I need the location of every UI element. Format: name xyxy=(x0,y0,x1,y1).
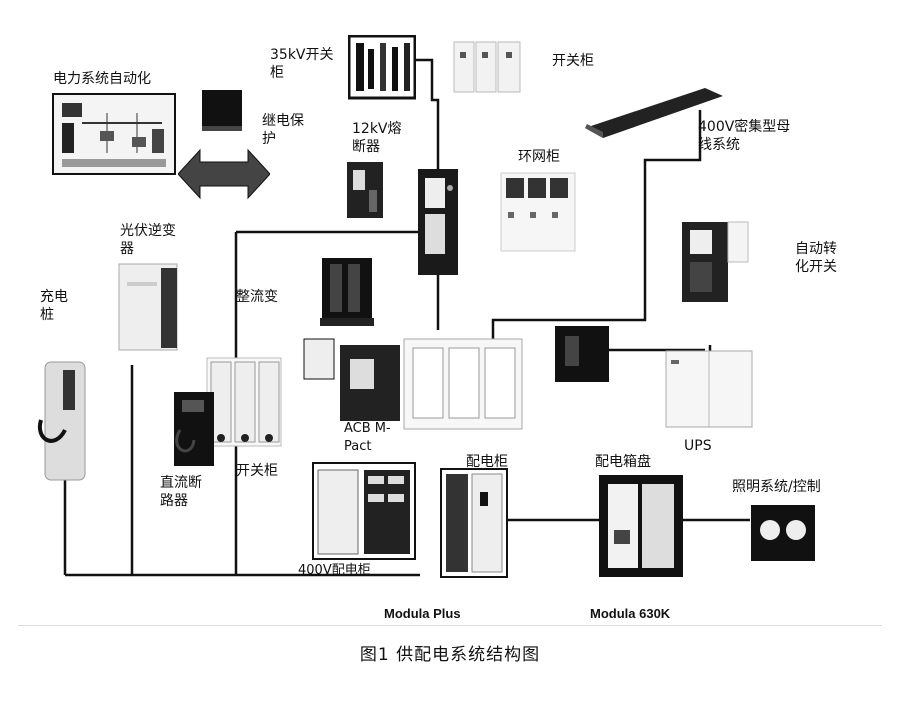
ring-main-unit-image xyxy=(500,172,576,252)
busway-image xyxy=(585,88,725,140)
auto-transfer-switch-image xyxy=(680,218,752,304)
lighting-control-image xyxy=(750,504,816,562)
switchgear-mid-image xyxy=(205,356,283,448)
label-auto-transfer-switch: 自动转 化开关 xyxy=(795,241,837,275)
automation-panel-image xyxy=(52,93,176,175)
label-acb: ACB M- Pact xyxy=(344,421,391,454)
caption-modula-630k: Modula 630K xyxy=(590,606,671,621)
dist-400v-image xyxy=(312,462,416,560)
35kv-switchgear-image xyxy=(347,34,417,100)
label-charging-pile: 充电 桩 xyxy=(40,289,68,323)
label-dc-breaker: 直流断 路器 xyxy=(160,475,202,509)
main-cabinet-image xyxy=(417,168,459,276)
label-power-automation: 电力系统自动化 xyxy=(53,71,151,87)
baseline-rule xyxy=(18,625,882,626)
distribution-cabinet-image xyxy=(440,468,508,578)
dc-breaker-image xyxy=(172,390,220,470)
label-rectifier: 整流变 xyxy=(236,289,278,305)
label-pv-inverter: 光伏逆变 器 xyxy=(120,223,176,257)
label-12kv-fuse: 12kV熔 断器 xyxy=(352,121,402,155)
label-switchgear-top: 开关柜 xyxy=(552,53,594,69)
wire-busway xyxy=(491,110,702,340)
label-switchgear-mid: 开关柜 xyxy=(236,463,278,479)
relay-box-image xyxy=(200,88,245,133)
ups-side-cabinet-image xyxy=(553,322,611,384)
label-ups: UPS xyxy=(684,438,712,454)
charging-pile-image xyxy=(35,360,95,482)
ups-image xyxy=(665,350,753,428)
rectifier-image xyxy=(318,254,376,334)
acb-cluster-image xyxy=(302,335,402,425)
switchgear-top-image xyxy=(452,38,524,96)
label-relay-protection: 继电保 护 xyxy=(262,113,304,147)
label-35kv-switchgear: 35kV开关 柜 xyxy=(270,47,334,81)
figure-title: 图1 供配电系统结构图 xyxy=(359,645,541,665)
label-ring-main-unit: 环网柜 xyxy=(518,149,560,165)
central-panel-image xyxy=(403,338,523,432)
label-busway-400v: 400V密集型母 线系统 xyxy=(698,119,791,153)
label-distribution-cabinet: 配电柜 xyxy=(466,454,508,470)
pv-inverter-image xyxy=(117,262,183,354)
label-dist-400v: 400V配电柜 xyxy=(298,563,371,578)
distribution-box-image xyxy=(598,474,684,578)
double-arrow-icon xyxy=(177,148,271,200)
caption-modula-plus: Modula Plus xyxy=(384,606,461,621)
label-lighting-control: 照明系统/控制 xyxy=(732,479,821,495)
12kv-fuse-image xyxy=(343,160,388,222)
label-distribution-box: 配电箱盘 xyxy=(595,454,651,470)
